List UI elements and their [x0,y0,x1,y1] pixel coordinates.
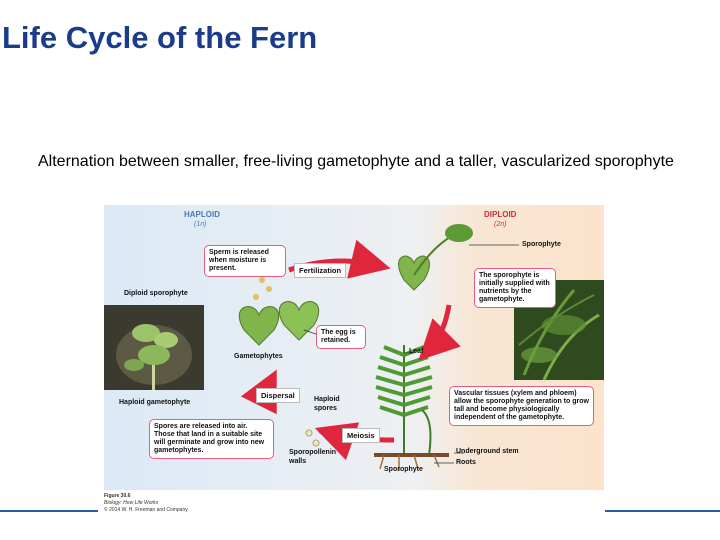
caption-book-title: Biology: How Life Works [104,500,159,506]
label-sporophyte-bottom: Sporophyte [384,466,423,473]
footer-line-left [0,510,98,512]
label-egg-retained: The egg is retained. [316,325,366,349]
photo-diploid-sporophyte [104,305,204,390]
caption-figure-number: Figure 30.6 [104,493,131,499]
label-gametophytes: Gametophytes [234,353,283,360]
haploid-sub: (1n) [194,221,207,228]
haploid-header: HAPLOID [184,210,220,219]
label-dispersal: Dispersal [256,388,300,403]
label-meiosis: Meiosis [342,428,380,443]
label-roots: Roots [456,459,476,466]
label-sporopollenin-walls: Sporopollenin walls [289,449,337,465]
slide-subtitle: Alternation between smaller, free-living… [38,153,674,170]
label-fertilization: Fertilization [294,263,347,278]
footer-line-right [605,510,720,512]
label-leaf: Leaf [409,348,424,355]
figure-caption: Figure 30.6 Biology: How Life Works © 20… [104,493,244,514]
label-vascular-tissues: Vascular tissues (xylem and phloem) allo… [449,386,594,426]
young-sporophyte-illustration [398,224,473,291]
slide-title: Life Cycle of the Fern [2,20,318,55]
label-haploid-spores: Haploid spores [314,396,340,412]
label-spores-released: Spores are released into air. Those that… [149,419,274,459]
label-underground-stem: Underground stem [456,448,519,455]
mature-sporophyte-illustration [374,345,449,471]
fern-life-cycle-figure: HAPLOID (1n) DIPLOID (2n) Sperm is relea… [104,205,604,490]
diploid-sub: (2n) [494,221,507,228]
pointer-lines [303,244,519,464]
label-nutrients-supplied: The sporophyte is initially supplied wit… [474,268,556,308]
label-sperm-released: Sperm is released when moisture is prese… [204,245,286,277]
label-sporophyte-top: Sporophyte [522,241,561,248]
label-haploid-gametophyte: Haploid gametophyte [119,399,191,406]
label-diploid-sporophyte: Diploid sporophyte [124,290,188,297]
gametophyte-illustrations [238,301,320,346]
diploid-header: DIPLOID [484,210,517,219]
caption-copyright: © 2014 W. H. Freeman and Company [104,507,188,513]
